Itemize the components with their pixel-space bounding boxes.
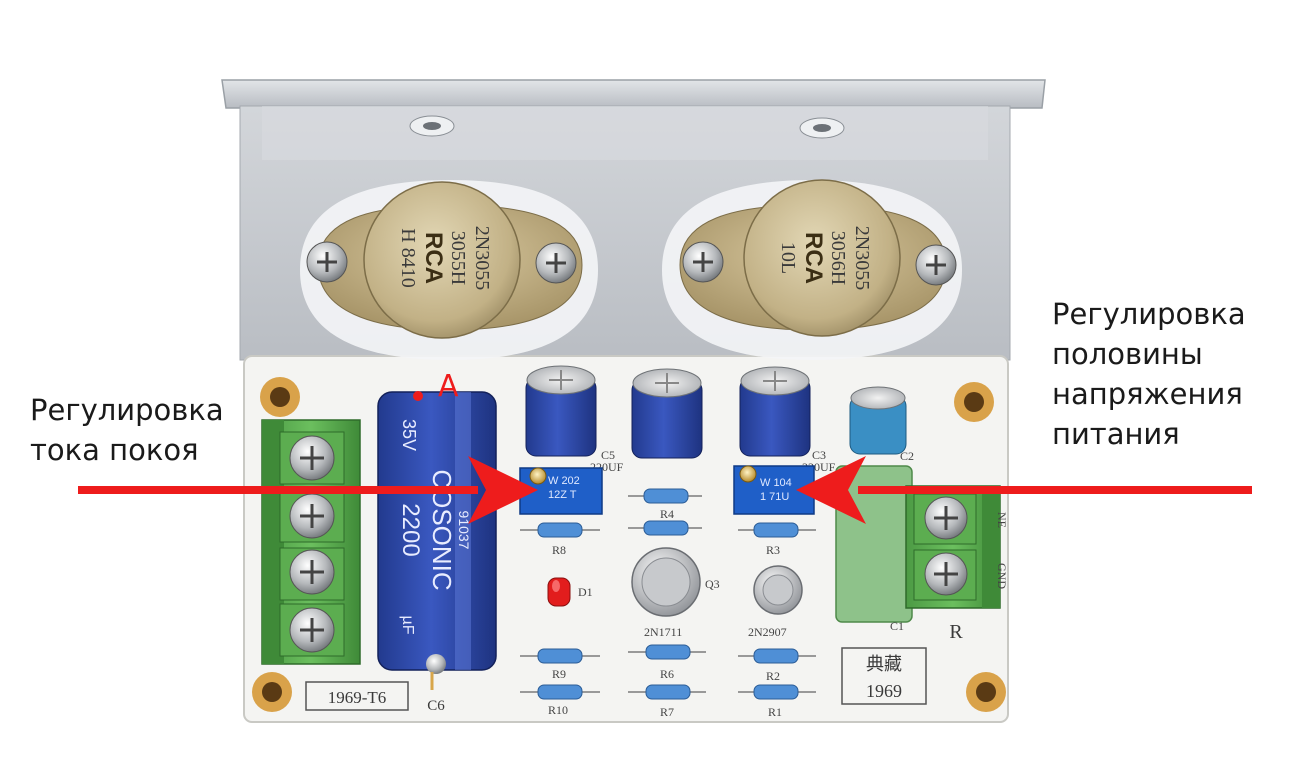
terminal-block-left	[261, 419, 361, 665]
label-r9: R9	[552, 667, 566, 681]
capacitor-c5: C5 220UF	[525, 365, 624, 474]
resistor-r7: R7	[628, 684, 706, 719]
cap-code: 91037	[456, 511, 472, 550]
arrow-right-to-pot	[796, 456, 1252, 524]
label-c6: C6	[427, 698, 445, 714]
resistor-r8: R8	[520, 522, 600, 557]
label-r7: R7	[660, 705, 674, 719]
heatsink-hole-right-icon	[799, 117, 845, 139]
terminal-screw-icon	[279, 489, 345, 543]
mount-hole-bl-icon	[252, 672, 292, 712]
capacitor-c2: C2	[849, 386, 914, 463]
brand-chars: 典藏	[866, 654, 902, 674]
cap-value: 2200	[397, 503, 424, 556]
label-c2: C2	[900, 449, 914, 463]
terminal-r-label: R	[949, 621, 963, 643]
terminal-screw-icon	[279, 603, 345, 657]
model-label: 1969-T6	[328, 688, 387, 707]
resistor-r9: R9	[520, 648, 600, 681]
terminal-screw-icon	[913, 493, 977, 545]
cap-unit: µF	[399, 616, 416, 635]
pin-label-gnd: GND	[995, 563, 1009, 589]
transistor-q3: Q3 2N1711	[631, 547, 720, 639]
arrow-left-to-pot	[78, 456, 538, 524]
resistor-r6: R6	[628, 644, 706, 681]
led-d1: D1	[547, 577, 593, 607]
transistor-left-line3: H 8410	[397, 228, 419, 287]
screw-icon	[306, 241, 348, 283]
pot-right-bottom: 1 71U	[760, 491, 789, 503]
mount-hole-tl-icon	[260, 377, 300, 417]
resistor-r10: R10	[520, 684, 600, 717]
heatsink-hole-left-icon	[409, 115, 455, 137]
power-transistor-right: 2N3055 3056H RCA 10L	[662, 179, 962, 360]
transistor-right-brand: RCA	[800, 232, 827, 284]
adjust-screw-icon	[739, 465, 757, 483]
terminal-screw-icon	[279, 431, 345, 485]
label-r4: R4	[660, 507, 674, 521]
pot-left-top: W 202	[548, 475, 580, 487]
resistor-r2: R2	[738, 648, 816, 683]
label-r6: R6	[660, 667, 674, 681]
label-r8: R8	[552, 543, 566, 557]
capacitor-c3: C3 220UF	[739, 366, 836, 474]
adjust-screw-icon	[529, 467, 547, 485]
mount-hole-br-icon	[966, 672, 1006, 712]
screw-icon	[535, 242, 577, 284]
screw-icon	[682, 241, 724, 283]
terminal-screw-icon	[279, 547, 345, 601]
pot-right-top: W 104	[760, 477, 792, 489]
cap-voltage: 35V	[399, 419, 419, 451]
label-c3: C3	[812, 448, 826, 462]
mount-hole-tr-icon	[954, 382, 994, 422]
label-c1: C1	[890, 619, 904, 633]
power-transistor-left: 2N3055 3055H RCA H 8410	[300, 180, 598, 360]
label-r10: R10	[548, 703, 568, 717]
pot-left-bottom: 12Z T	[548, 489, 577, 501]
annotation-half-supply-voltage: Регулировка половины напряжения питания	[1052, 297, 1246, 451]
capacitor-c6: COSONIC 2200 µF 35V 91037 C6	[377, 391, 497, 714]
label-r3: R3	[766, 543, 780, 557]
label-d1: D1	[578, 585, 593, 599]
capacitor-center	[631, 368, 703, 459]
transistor-left-brand: RCA	[420, 232, 447, 284]
resistor-r3: R3	[738, 522, 816, 557]
transistor-right-line2: 3056H	[827, 231, 849, 285]
label-2n1711: 2N1711	[644, 625, 682, 639]
resistor-r5	[628, 488, 702, 504]
label-r1: R1	[768, 705, 782, 719]
point-a-dot	[413, 391, 423, 401]
transistor-left-line1: 2N3055	[471, 226, 493, 290]
label-r2: R2	[766, 669, 780, 683]
transistor-right-line1: 2N3055	[851, 226, 873, 290]
annotation-quiescent-current: Регулировка тока покоя	[30, 393, 224, 467]
transistor-q4: 2N2907	[748, 565, 803, 639]
transistor-right-line3: 10L	[777, 242, 799, 274]
screw-icon	[915, 244, 957, 286]
terminal-screw-icon	[913, 549, 977, 601]
terminal-block-right: NE GND R	[905, 485, 1009, 643]
brand-year: 1969	[866, 681, 902, 701]
resistor-r1: R1	[738, 684, 816, 719]
point-a-label: A	[438, 369, 459, 404]
label-q3: Q3	[705, 577, 720, 591]
label-2n2907: 2N2907	[748, 625, 787, 639]
label-c5: C5	[601, 448, 615, 462]
transistor-left-line2: 3055H	[447, 231, 469, 285]
pin-label-ne: NE	[995, 512, 1009, 528]
resistor-r4: R4	[628, 507, 702, 536]
